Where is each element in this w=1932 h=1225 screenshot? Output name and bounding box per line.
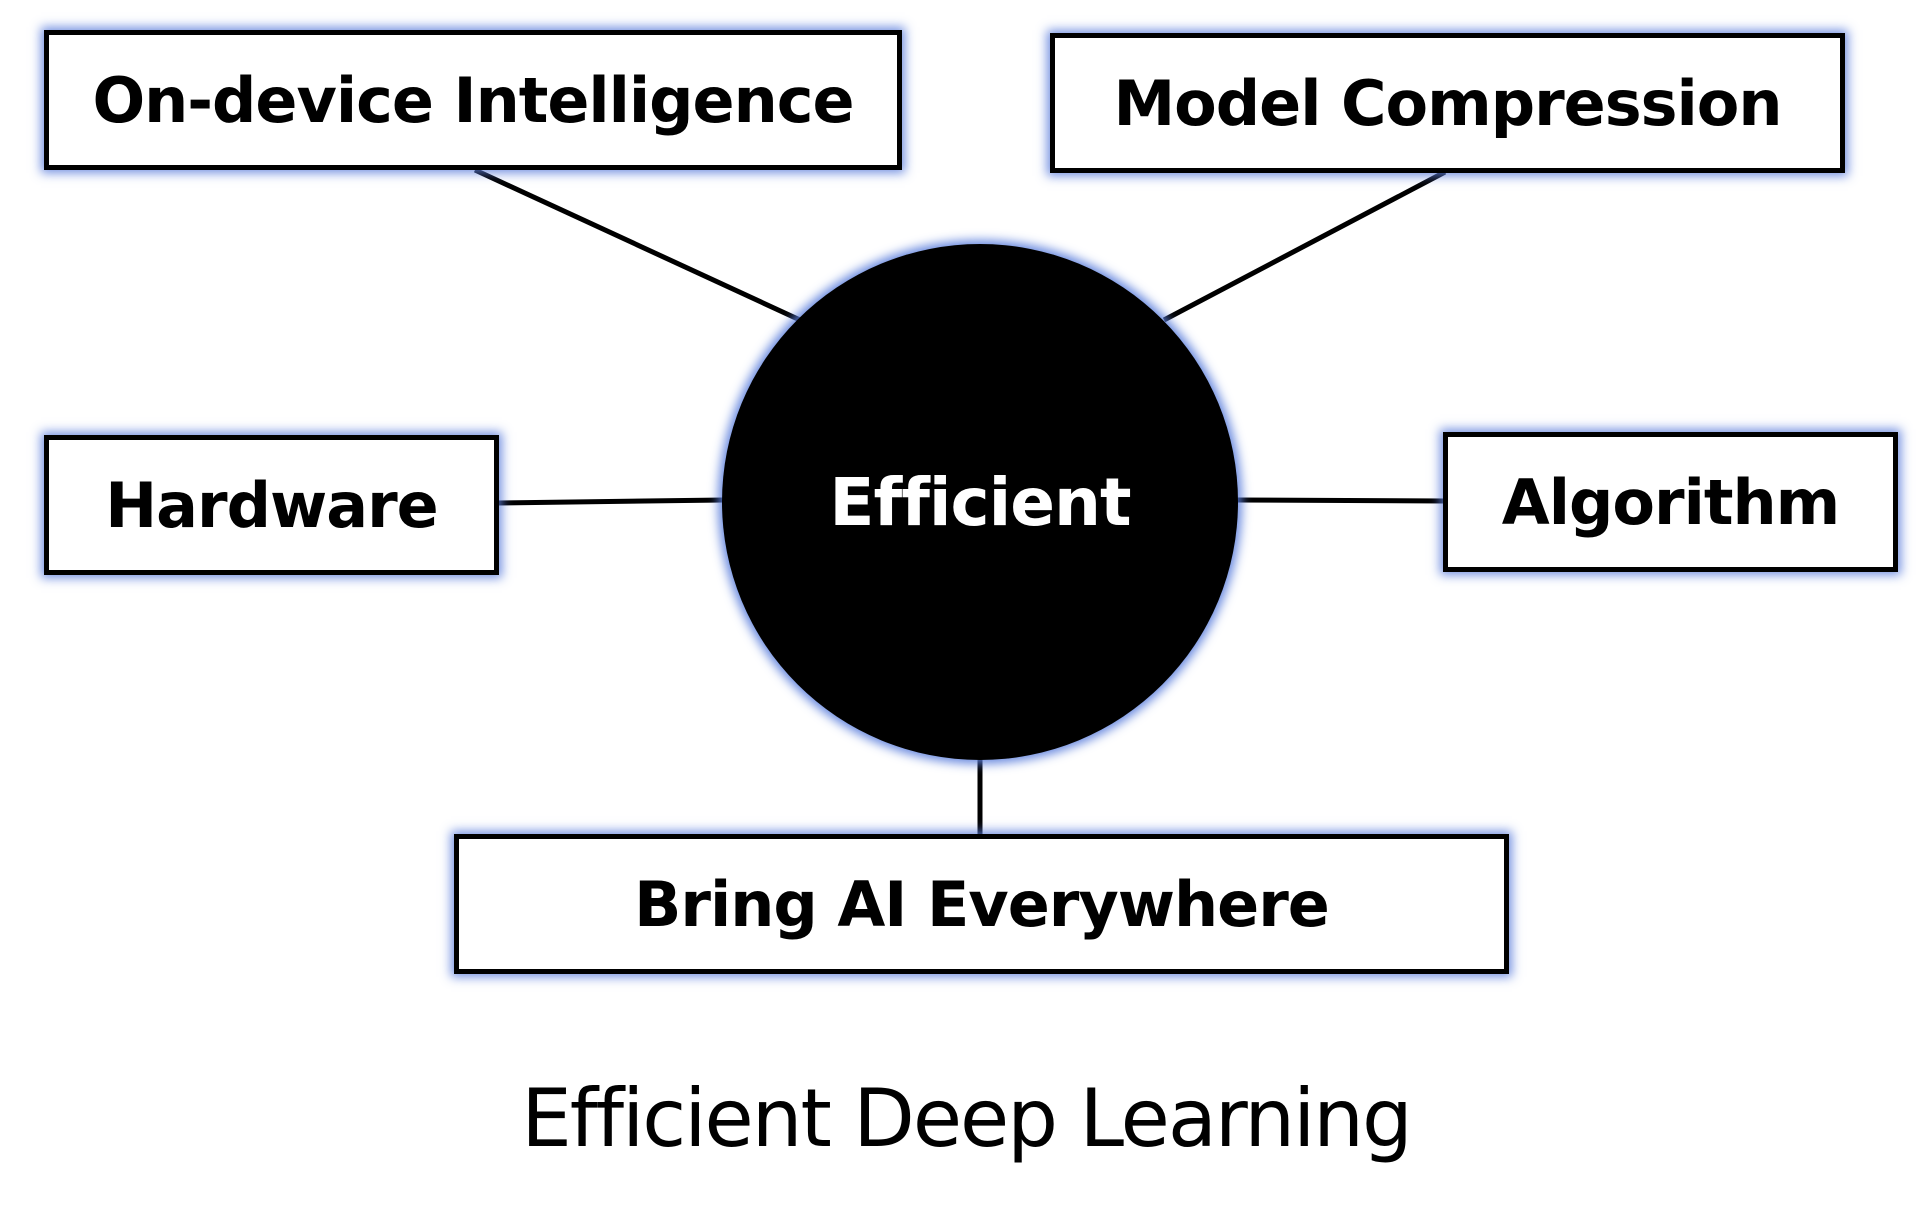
node-hardware: Hardware [44,435,499,575]
node-label: Bring AI Everywhere [634,867,1330,941]
node-on-device-intelligence: On-device Intelligence [44,30,902,170]
node-label: Algorithm [1501,465,1840,539]
node-bring-ai-everywhere: Bring AI Everywhere [454,834,1509,974]
diagram-caption: Efficient Deep Learning [521,1072,1413,1165]
connector-algorithm [1235,497,1446,504]
node-model-compression: Model Compression [1050,33,1845,173]
connector-model-compression [1162,169,1447,323]
node-label: On-device Intelligence [92,63,854,137]
center-label: Efficient [829,463,1131,541]
node-label: Model Compression [1113,66,1782,140]
center-node: Efficient [722,244,1238,760]
connector-on-device [473,167,802,323]
node-label: Hardware [105,468,438,542]
connector-hardware [496,497,725,506]
node-algorithm: Algorithm [1443,432,1898,572]
